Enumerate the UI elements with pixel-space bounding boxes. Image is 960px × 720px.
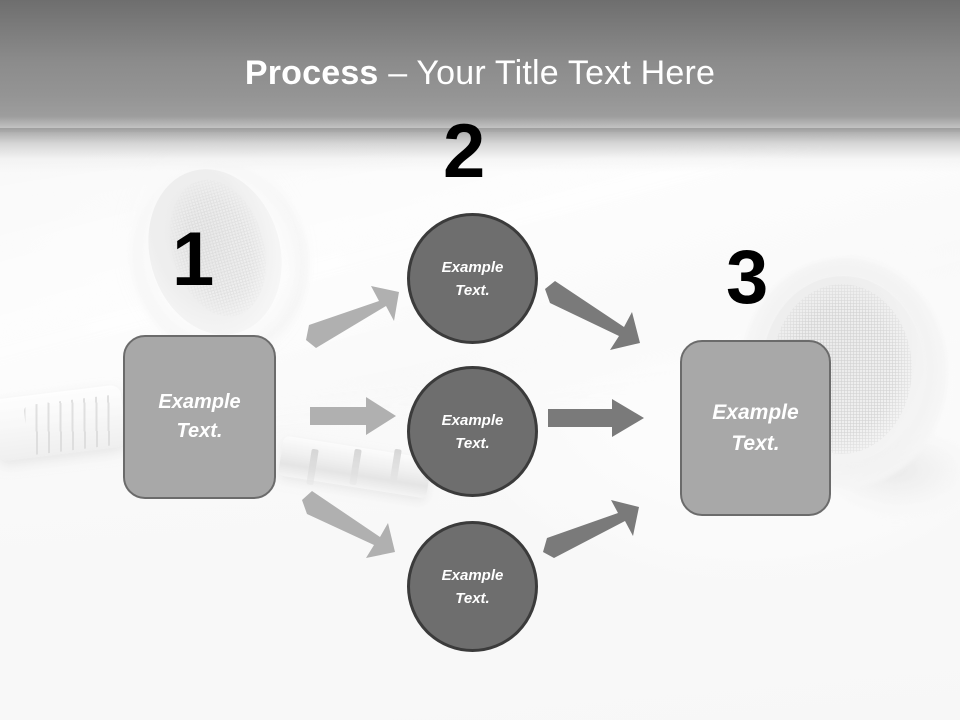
node-circle-top[interactable]: Example Text. bbox=[407, 213, 538, 344]
arrow-circle-top-to-end[interactable] bbox=[542, 280, 650, 354]
title-banner-fade bbox=[0, 128, 960, 172]
node-end-rect[interactable]: Example Text. bbox=[680, 340, 831, 516]
node-end-rect-line1: Example bbox=[712, 401, 799, 424]
page-title-bold: Process bbox=[244, 54, 379, 92]
node-circle-bottom[interactable]: Example Text. bbox=[407, 521, 538, 652]
node-start-rect-line2: Text. bbox=[176, 420, 223, 442]
page-title-separator: – bbox=[378, 54, 417, 92]
arrow-start-to-circle-bottom[interactable] bbox=[298, 490, 402, 562]
node-circle-middle-line2: Text. bbox=[455, 434, 490, 452]
step-number-1: 1 bbox=[172, 217, 214, 302]
title-banner bbox=[0, 0, 960, 132]
node-circle-top-line2: Text. bbox=[455, 281, 490, 299]
node-circle-top-line1: Example bbox=[441, 258, 504, 276]
page-title: Process – Your Title Text Here bbox=[0, 52, 960, 94]
step-number-3: 3 bbox=[726, 235, 768, 320]
node-start-rect[interactable]: Example Text. bbox=[123, 335, 276, 499]
node-start-rect-line1: Example bbox=[158, 391, 241, 413]
node-circle-bottom-line2: Text. bbox=[455, 589, 490, 607]
node-end-rect-line2: Text. bbox=[731, 432, 780, 455]
arrow-start-to-circle-top[interactable] bbox=[303, 278, 403, 350]
node-circle-middle-line1: Example bbox=[441, 411, 504, 429]
node-circle-middle[interactable]: Example Text. bbox=[407, 366, 538, 497]
step-number-2: 2 bbox=[443, 109, 485, 194]
arrow-start-to-circle-middle[interactable] bbox=[308, 396, 398, 436]
arrow-circle-bottom-to-end[interactable] bbox=[540, 496, 646, 560]
page-title-rest: Your Title Text Here bbox=[416, 54, 716, 92]
node-circle-bottom-line1: Example bbox=[441, 566, 504, 584]
arrow-circle-middle-to-end[interactable] bbox=[546, 398, 646, 438]
